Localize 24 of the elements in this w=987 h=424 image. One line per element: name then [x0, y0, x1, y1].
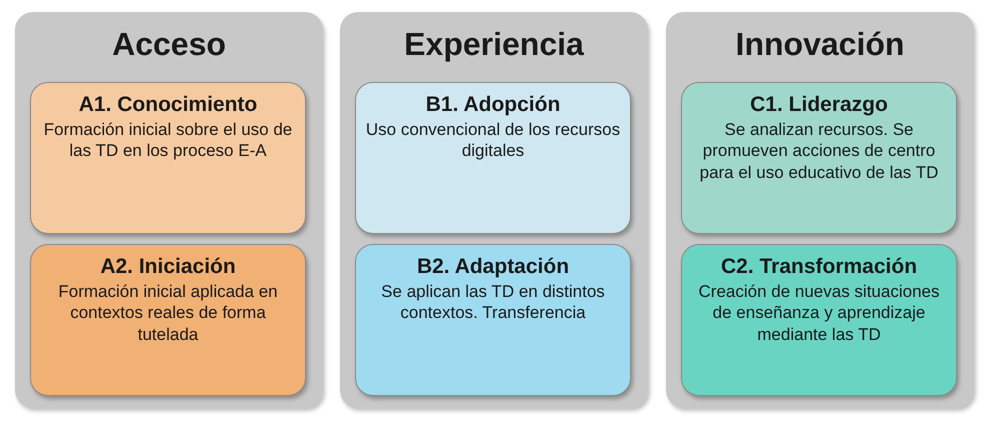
column-panel [666, 12, 974, 408]
card-title: A2. Iniciación [99, 255, 237, 279]
card-description: Formación inicial sobre el uso de las TD en los proceso E-A [42, 119, 294, 162]
level-card [681, 82, 957, 234]
card-description: Uso convencional de los recursos digitales [364, 119, 622, 162]
card-description: Formación inicial aplicada en contextos reales de forma tutelada [57, 281, 279, 345]
card-title: C1. Liderazgo [749, 93, 889, 117]
card-description: Creación de nuevas situaciones de enseñanza y aprendizaje mediante las TD [698, 281, 940, 345]
level-card [355, 244, 631, 396]
card-description: Se aplican las TD en distintos contextos. Transferencia [380, 281, 606, 324]
column-heading: Acceso [111, 26, 227, 63]
card-description: Se analizan recursos. Se promueven acciones de centro para el uso educativo de las TD [698, 119, 940, 183]
column-panel [15, 12, 323, 408]
card-title: B2. Adaptación [416, 255, 570, 279]
level-card [30, 82, 306, 234]
card-title: B1. Adopción [424, 93, 562, 117]
column-panel [340, 12, 648, 408]
card-title: A1. Conocimiento [78, 93, 258, 117]
column-heading: Experiencia [403, 26, 585, 63]
level-card [30, 244, 306, 396]
level-card [681, 244, 957, 396]
card-title: C2. Transformación [720, 255, 918, 279]
level-card [355, 82, 631, 234]
column-heading: Innovación [734, 26, 906, 63]
